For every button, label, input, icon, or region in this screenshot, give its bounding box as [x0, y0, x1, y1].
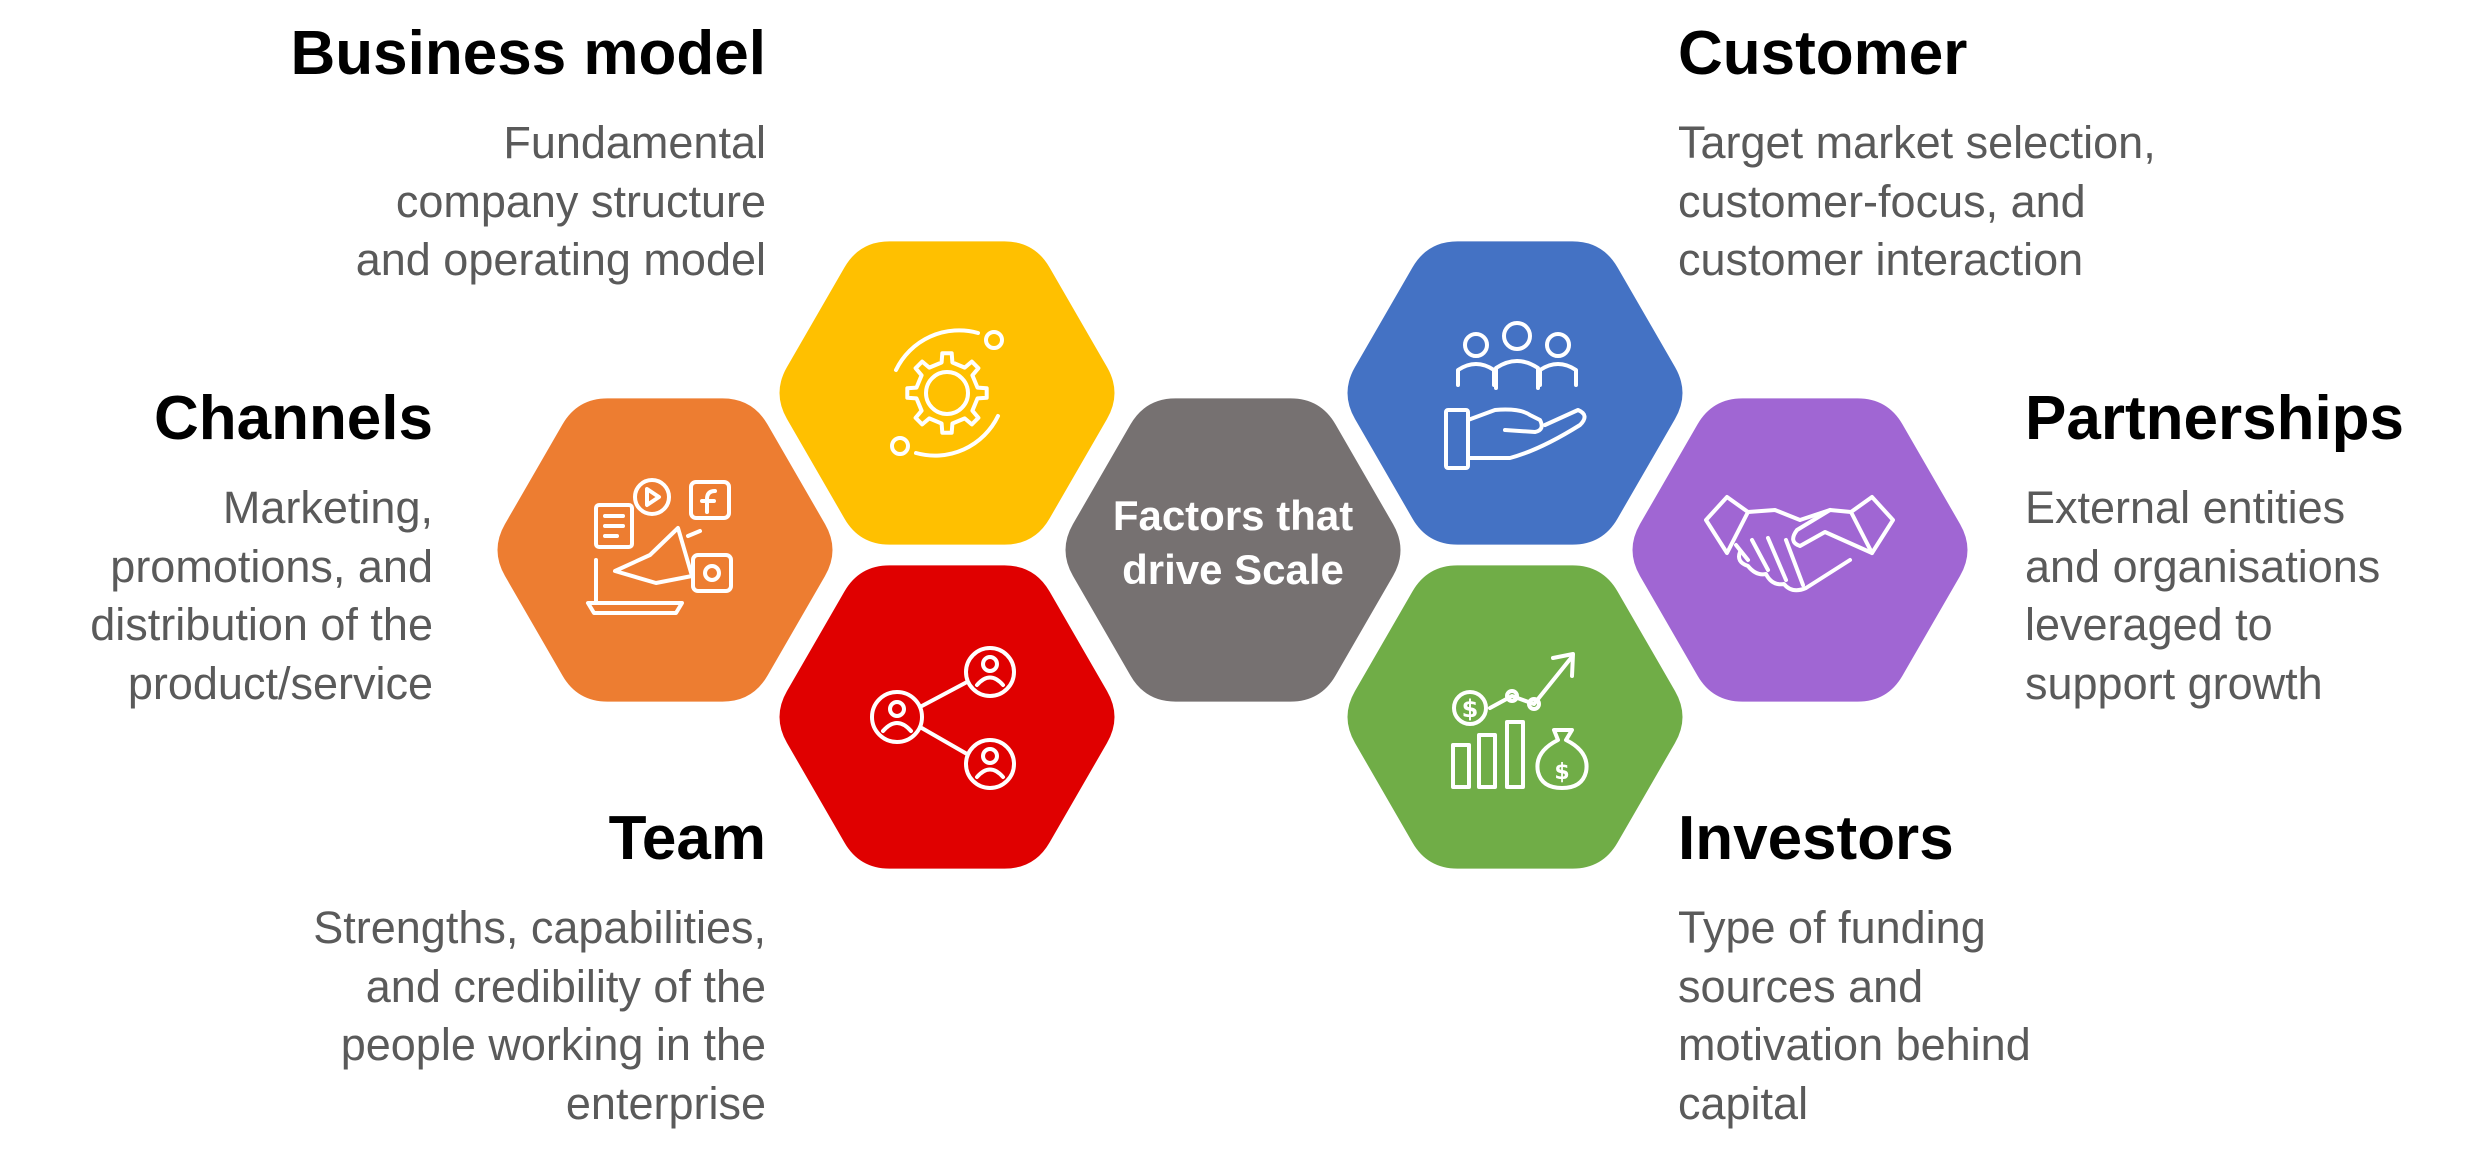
- channels-title: Channels: [153, 384, 433, 453]
- investors-description: Type of funding sources and motivation b…: [1678, 902, 2031, 1129]
- partnerships-title: Partnerships: [2025, 384, 2405, 453]
- center-label-line2: drive Scale: [1122, 546, 1344, 593]
- customer-block: Customer Target market selection, custom…: [1678, 19, 2318, 290]
- channels-description: Marketing, promotions, and distribution …: [90, 482, 433, 709]
- center-hexagon: Factors that drive Scale: [1065, 398, 1401, 702]
- digital-marketing-icon: [586, 478, 733, 615]
- team-description: Strengths, capabilities, and credibility…: [313, 902, 766, 1129]
- customers-in-hand-icon: [1444, 321, 1587, 470]
- handshake-icon: [1704, 495, 1895, 593]
- channels-block: Channels Marketing, promotions, and dist…: [13, 384, 433, 713]
- customer-title: Customer: [1678, 19, 1968, 88]
- partnerships-block: Partnerships External entities and organ…: [2025, 384, 2465, 713]
- business-model-title: Business model: [290, 19, 766, 88]
- svg-text:$: $: [1554, 760, 1569, 785]
- customer-description: Target market selection, customer-focus,…: [1678, 117, 2156, 286]
- team-title: Team: [608, 804, 766, 873]
- team-hexagon-shape: [779, 565, 1115, 869]
- customer-hexagon-shape: [1347, 241, 1683, 545]
- team-block: Team Strengths, capabilities, and credib…: [146, 804, 766, 1133]
- center-hexagon-shape: [1065, 398, 1401, 702]
- center-label-line1: Factors that: [1113, 492, 1353, 539]
- investors-hexagon-shape: [1347, 565, 1683, 869]
- partnerships-hexagon: [1632, 398, 1968, 702]
- channels-hexagon-shape: [497, 398, 833, 702]
- svg-text:$: $: [1462, 695, 1479, 723]
- network-people-icon: [870, 646, 1016, 790]
- partnerships-description: External entities and organisations leve…: [2025, 482, 2381, 709]
- business-model-hexagon: [779, 241, 1115, 545]
- business-model-hexagon-shape: [779, 241, 1115, 545]
- gear-icon: [890, 328, 1004, 458]
- partnerships-hexagon-shape: [1632, 398, 1968, 702]
- business-model-block: Business model Fundamental company struc…: [146, 19, 766, 290]
- investors-title: Investors: [1678, 804, 1954, 873]
- investors-hexagon: $ $: [1347, 565, 1683, 869]
- customer-hexagon: [1347, 241, 1683, 545]
- channels-hexagon: [497, 398, 833, 702]
- investors-block: Investors Type of funding sources and mo…: [1678, 804, 2318, 1133]
- growth-chart-money-icon: $ $: [1451, 652, 1589, 790]
- team-hexagon: [779, 565, 1115, 869]
- business-model-description: Fundamental company structure and operat…: [355, 117, 766, 286]
